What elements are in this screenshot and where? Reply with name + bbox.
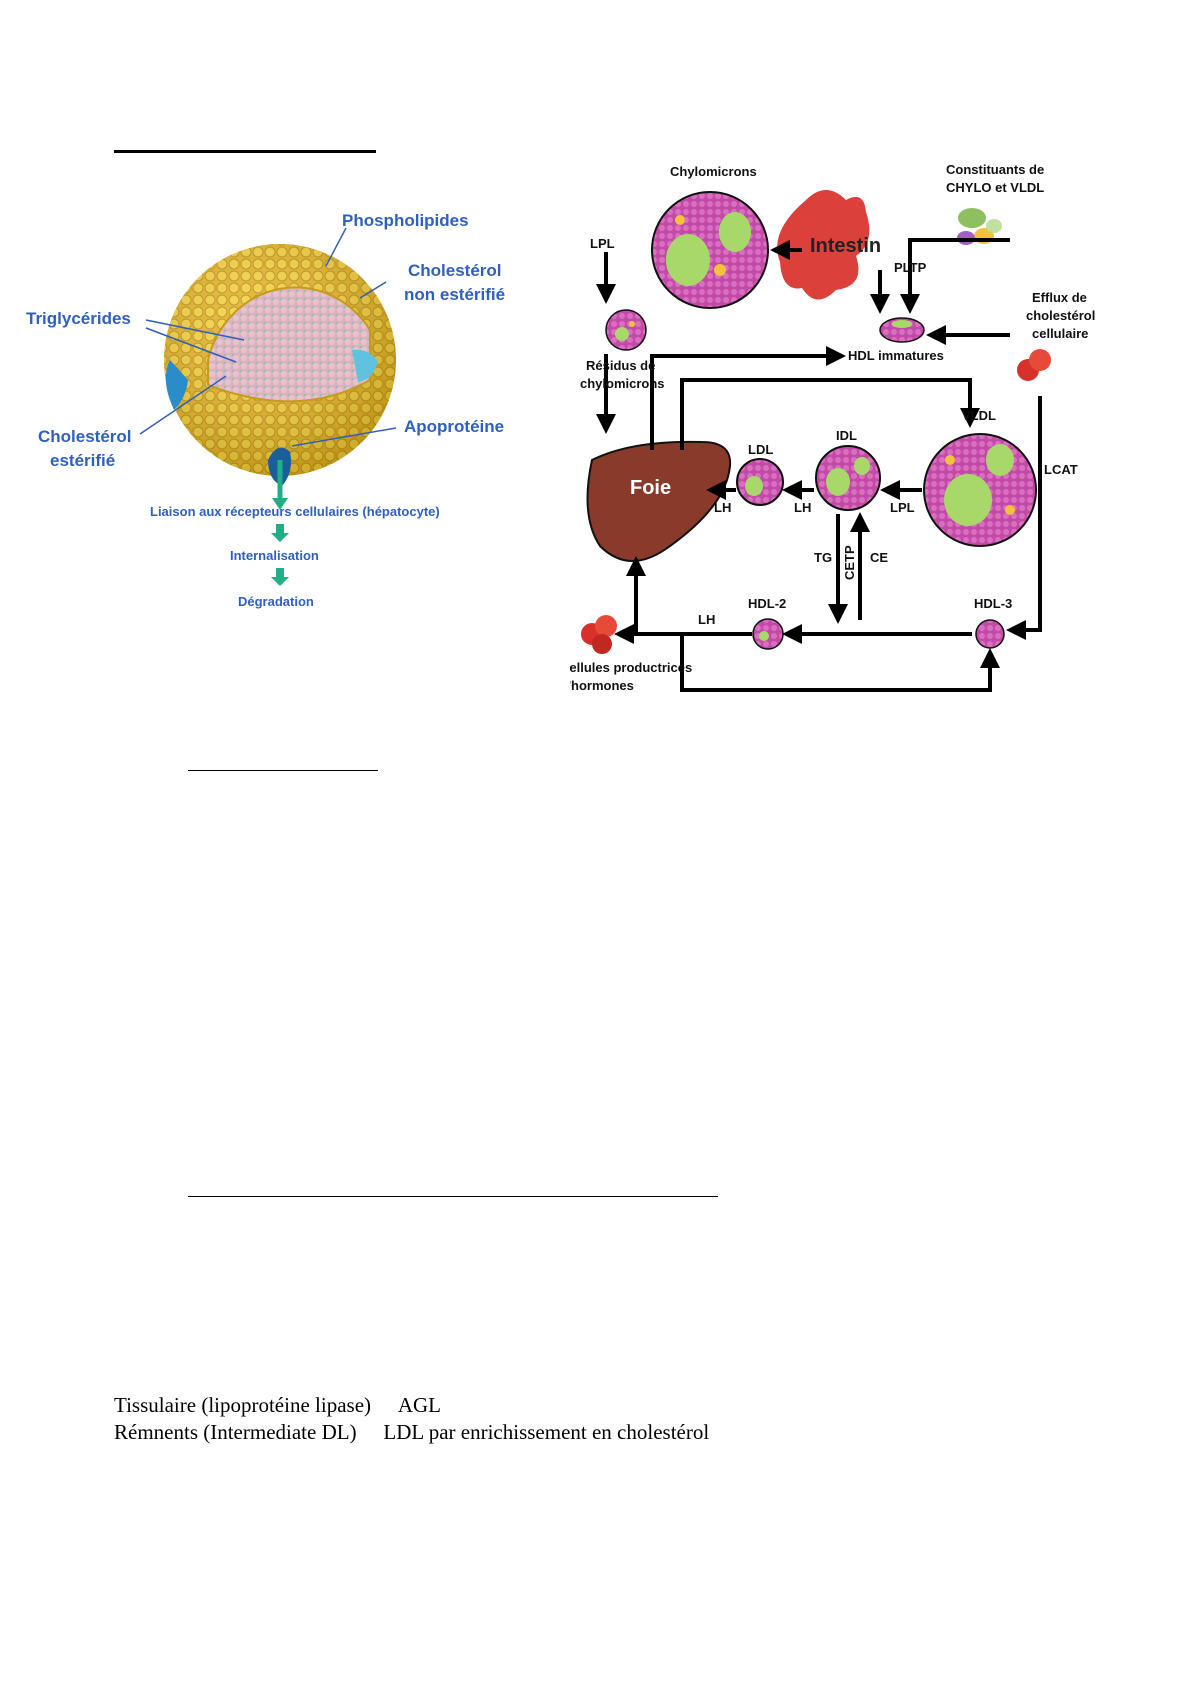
label-lpl-mid: LPL <box>890 500 915 515</box>
label-lcat: LCAT <box>1044 462 1078 477</box>
label-ldl: LDL <box>748 442 773 457</box>
step-internalisation: Internalisation <box>230 548 319 563</box>
pathway-arrows <box>596 238 1042 692</box>
text-line-remnents: Rémnents (Intermediate DL)  LDL par enr… <box>114 1420 709 1444</box>
label-chylomicrons: Chylomicrons <box>670 164 757 179</box>
vldl-particle <box>923 433 1037 547</box>
label-constituants-1: Constituants de <box>946 162 1044 177</box>
label-apoproteine: Apoprotéine <box>404 417 504 436</box>
ldl-particle <box>736 458 784 506</box>
label-foie: Foie <box>630 477 671 499</box>
heading-underline-1 <box>114 150 376 153</box>
lipoprotein-sphere <box>164 244 396 486</box>
label-lh-2: LH <box>794 500 811 515</box>
hormone-cells <box>581 615 617 654</box>
label-idl: IDL <box>836 428 857 443</box>
lipoprotein-metabolism-diagram: Chylomicrons Constituants de CHYLO et VL… <box>570 162 1095 693</box>
idl-particle <box>815 445 881 511</box>
label-cellules-1: Cellules productrices <box>570 660 692 675</box>
label-lh-1: LH <box>714 500 731 515</box>
heading-underline-2 <box>188 770 378 771</box>
label-tg: TG <box>814 550 832 565</box>
label-lh-3: LH <box>698 612 715 627</box>
hdl-immature-particle <box>879 317 925 343</box>
label-pointers <box>139 227 397 447</box>
label-hdl3: HDL-3 <box>974 596 1012 611</box>
label-cellules-2: d'hormones <box>570 678 634 693</box>
label-cetp: CETP <box>842 545 857 580</box>
step-liaison: Liaison aux récepteurs cellulaires (hépa… <box>150 504 440 519</box>
heading-underline-3 <box>188 1196 718 1197</box>
label-hdl2: HDL-2 <box>748 596 786 611</box>
hdl3-particle <box>975 619 1005 649</box>
efflux-cells <box>1017 349 1051 381</box>
binding-arrow-head <box>272 498 288 510</box>
chylomicron-remnant-particle <box>605 309 647 351</box>
label-ce: CE <box>870 550 888 565</box>
label-phospholipides: Phospholipides <box>342 211 469 230</box>
label-triglycerides: Triglycérides <box>26 309 131 328</box>
label-constituants-2: CHYLO et VLDL <box>946 180 1044 195</box>
hdl2-particle <box>752 618 784 650</box>
label-vldl: VLDL <box>962 408 996 423</box>
label-cholesterol-esterifie-2: estérifié <box>50 451 115 470</box>
label-hdl-immatures: HDL immatures <box>848 348 944 363</box>
label-lpl-top: LPL <box>590 236 615 251</box>
label-cholesterol-esterifie-1: Cholestérol <box>38 427 132 446</box>
liver-shape <box>586 440 732 562</box>
label-efflux-1: Efflux de <box>1032 290 1087 305</box>
label-pltp: PLTP <box>894 260 927 275</box>
chylomicron-particle <box>651 191 769 309</box>
text-line-tissulaire: Tissulaire (lipoprotéine lipase)  AGL <box>114 1393 441 1417</box>
label-cholesterol-non-esterifie-2: non estérifié <box>404 285 505 304</box>
intestine-shape <box>777 190 870 300</box>
lipoprotein-structure-figure: Phospholipides Cholestérol non estérifié… <box>26 211 505 609</box>
label-efflux-3: cellulaire <box>1032 326 1088 341</box>
step-degradation: Dégradation <box>238 594 314 609</box>
label-intestin: Intestin <box>810 235 881 257</box>
label-residus-2: chylomicrons <box>580 376 665 391</box>
label-residus-1: Résidus de <box>586 358 655 373</box>
label-efflux-2: cholestérol <box>1026 308 1095 323</box>
label-cholesterol-non-esterifie-1: Cholestérol <box>408 261 502 280</box>
